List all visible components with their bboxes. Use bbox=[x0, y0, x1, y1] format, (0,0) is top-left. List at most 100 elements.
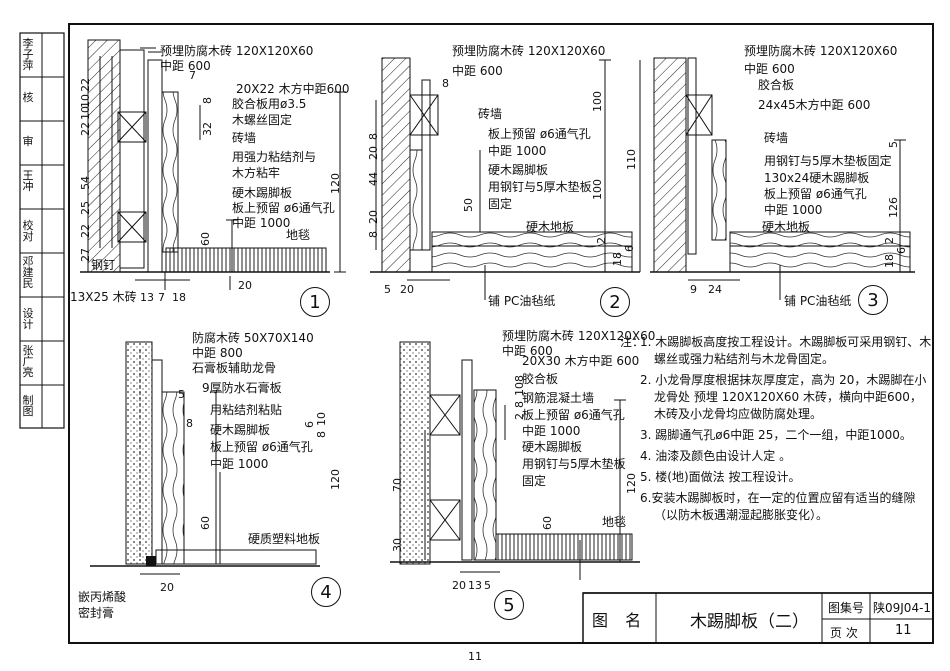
d1-dim-v: 22 bbox=[79, 224, 92, 238]
d3-label: 中距 600 bbox=[744, 62, 795, 76]
d5-dim-v: 70 bbox=[391, 478, 404, 492]
d5-label: 中距 1000 bbox=[522, 424, 581, 438]
d3-dim-h: 9 bbox=[690, 283, 697, 296]
d1-label: 用强力粘结剂与 bbox=[232, 150, 317, 164]
d5-label: 胶合板 bbox=[522, 372, 559, 386]
d1-dim-h: 7 bbox=[158, 291, 165, 304]
d5-dim-h: 13 bbox=[468, 579, 482, 592]
d3-label: 130x24硬木踢脚板 bbox=[764, 171, 870, 185]
d1-dim-v: 32 bbox=[201, 122, 214, 136]
d3-label: 砖墙 bbox=[764, 131, 789, 145]
sidebar-row-1: 李子萍 bbox=[22, 37, 34, 72]
d5-label: 板上预留 ø6通气孔 bbox=[522, 408, 625, 422]
d1-label: 硬木踢脚板 bbox=[232, 186, 293, 200]
note-item: 2. 小龙骨厚度根据抹灰厚度定，高为 20，木踢脚在小龙骨处 预埋 120X12… bbox=[640, 373, 927, 421]
d1-dim-v: 27 bbox=[79, 248, 92, 262]
d3-label: 中距 1000 bbox=[764, 203, 823, 217]
d2-dim-v: 18 bbox=[611, 252, 624, 266]
d5-label: 地毯 bbox=[602, 515, 627, 529]
d5-label: 用钢钉与5厚木垫板 bbox=[522, 457, 626, 471]
d3-label: 硬木地板 bbox=[762, 220, 811, 234]
d3-dim-v: 126 bbox=[887, 197, 900, 218]
d1-dim-v: 10 bbox=[79, 106, 92, 120]
d5-dim-v: 10 bbox=[513, 382, 526, 396]
d4-dim-h: 20 bbox=[160, 581, 174, 594]
d2-dim-h: 5 bbox=[384, 283, 391, 296]
d1-dim-h: 13 bbox=[140, 291, 154, 304]
d1-dim-v: 60 bbox=[199, 232, 212, 246]
sidebar-row-9: 制图 bbox=[22, 394, 34, 418]
sidebar-row-2: 核 bbox=[22, 91, 34, 104]
d1-dim-v: 22 bbox=[79, 122, 92, 136]
detail-5-number: 5 bbox=[494, 590, 524, 620]
d3-dim-v: 2 bbox=[883, 237, 896, 244]
d5-label: 20X30 木方中距 600 bbox=[522, 354, 640, 368]
d4-label: 防腐木砖 50X70X140 bbox=[192, 331, 314, 345]
notes-head: 注： bbox=[620, 335, 645, 349]
d2-label: 固定 bbox=[488, 197, 513, 211]
d2-dim-v: 20 bbox=[367, 210, 380, 224]
d1-label: 木螺丝固定 bbox=[232, 113, 293, 127]
d1-label: 胶合板用ø3.5 bbox=[232, 97, 307, 111]
d1-label: 板上预留 ø6通气孔 bbox=[232, 201, 335, 215]
d2-label: 板上预留 ø6通气孔 bbox=[488, 127, 591, 141]
note-item: 3. 踢脚通气孔ø6中距 25，二个一组，中距1000。 bbox=[640, 428, 912, 442]
page-value: 11 bbox=[895, 623, 912, 638]
d4-label: 中距 1000 bbox=[210, 457, 269, 471]
d4-dim-h: 8 bbox=[186, 417, 193, 430]
d1-label: 20X22 木方中距600 bbox=[236, 82, 350, 96]
d1-label: 砖墙 bbox=[232, 131, 257, 145]
sidebar-row-3: 审 bbox=[22, 135, 34, 148]
detail-1-number: 1 bbox=[300, 287, 330, 317]
d1-label: 木方粘牢 bbox=[232, 166, 281, 180]
d4-label: 硬质塑料地板 bbox=[248, 532, 321, 546]
d2-dim-v: 8 bbox=[367, 133, 380, 140]
d2-dim-v: 2 bbox=[595, 237, 608, 244]
d5-label: 中距 600 bbox=[502, 344, 553, 358]
d4-label: 用粘结剂粘贴 bbox=[210, 403, 283, 417]
d5-dim-v: 60 bbox=[541, 516, 554, 530]
d4-dim-v: 10 bbox=[315, 412, 328, 426]
d3-label: 预埋防腐木砖 120X120X60 bbox=[744, 44, 898, 58]
atlas-value: 陕09J04-1 bbox=[873, 601, 932, 615]
d5-dim-v: 30 bbox=[391, 538, 404, 552]
d2-dim-v: 20 bbox=[367, 146, 380, 160]
d1-label: 钢钉 bbox=[91, 258, 116, 272]
d1-label: 中距 1000 bbox=[232, 216, 291, 230]
d4-label: 嵌丙烯酸 bbox=[78, 590, 127, 604]
d5-label: 预埋防腐木砖 120X120X60 bbox=[502, 329, 656, 343]
d4-label: 石膏板辅助龙骨 bbox=[192, 361, 277, 375]
d4-dim-v: 8 bbox=[315, 431, 328, 438]
d4-label: 9厚防水石膏板 bbox=[202, 381, 282, 395]
d1-dim-v: 22 bbox=[79, 78, 92, 92]
sidebar-row-4: 王冲 bbox=[22, 169, 34, 193]
d4-label: 中距 800 bbox=[192, 346, 243, 360]
sidebar-row-5: 校对 bbox=[22, 219, 34, 243]
note-item: 5. 楼(地)面做法 按工程设计。 bbox=[640, 470, 801, 484]
d2-dim-v: 100 bbox=[591, 91, 604, 112]
detail-3-number: 3 bbox=[858, 285, 888, 315]
d2-label: 铺 PC油毡纸 bbox=[488, 294, 556, 308]
detail-2-number: 2 bbox=[600, 287, 630, 317]
sidebar-row-6: 邓建民 bbox=[22, 255, 34, 290]
d2-label: 中距 1000 bbox=[488, 144, 547, 158]
d2-dim-v: 100 bbox=[591, 179, 604, 200]
d5-label: 钢筋混凝土墙 bbox=[522, 391, 595, 405]
d2-label: 中距 600 bbox=[452, 64, 503, 78]
d3-dim-v: 5 bbox=[887, 141, 900, 148]
detail-4-number: 4 bbox=[311, 577, 341, 607]
detail-4-drawing bbox=[90, 341, 320, 575]
d5-dim-v: 120 bbox=[625, 473, 638, 494]
d3-label: 铺 PC油毡纸 bbox=[784, 294, 852, 308]
d1-dim-v: 8 bbox=[201, 97, 214, 104]
d4-label: 密封膏 bbox=[78, 606, 115, 620]
d5-dim-h: 20 bbox=[452, 579, 466, 592]
d3-label: 用钢钉与5厚木垫板固定 bbox=[764, 154, 892, 168]
note-item: 4. 油漆及颜色由设计人定 。 bbox=[640, 449, 792, 463]
d2-label: 预埋防腐木砖 120X120X60 bbox=[452, 44, 606, 58]
d3-dim-v: 6 bbox=[895, 247, 908, 254]
d2-dim-h: 8 bbox=[442, 77, 449, 90]
d2-label: 硬木踢脚板 bbox=[488, 163, 549, 177]
d2-dim-v: 50 bbox=[462, 198, 475, 212]
